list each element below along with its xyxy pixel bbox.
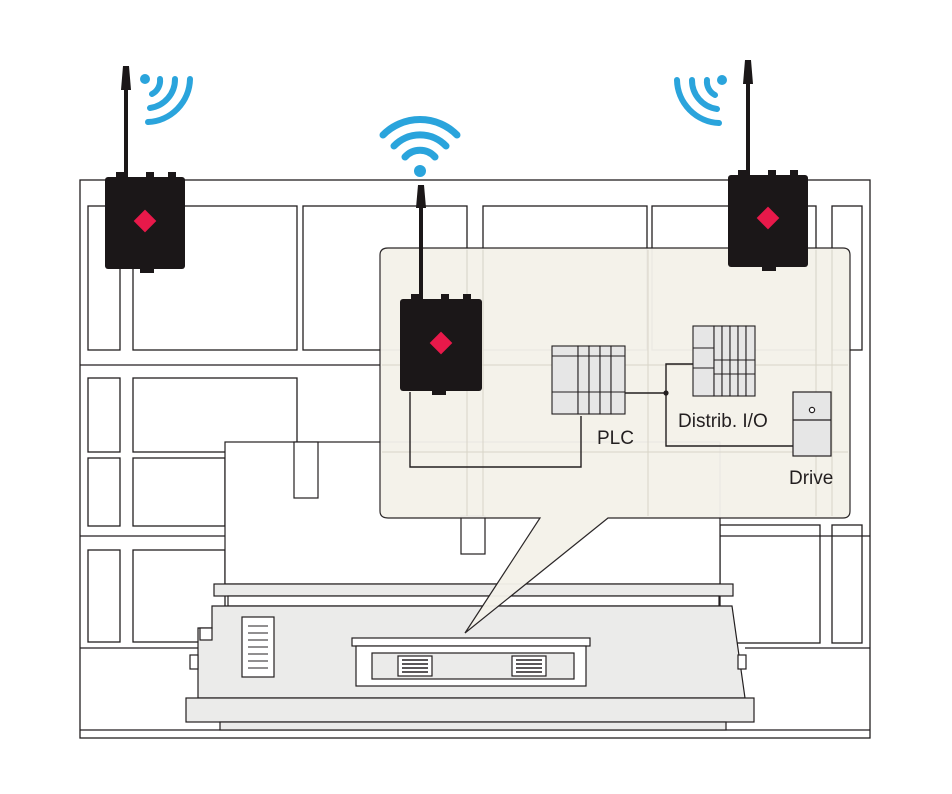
antenna-icon — [121, 66, 131, 90]
wireless-device-left — [105, 66, 185, 273]
wireless-device-center — [400, 185, 482, 395]
drive-icon — [792, 391, 832, 457]
hmi-panel — [185, 605, 755, 731]
vent-lines — [248, 625, 268, 669]
wifi-signal-icon-center — [379, 116, 461, 177]
wifi-signal-icon-left — [140, 74, 193, 125]
cable-junction — [663, 390, 669, 396]
plc-rack-icon — [551, 345, 626, 415]
antenna-icon — [416, 185, 426, 208]
drive-label: Drive — [789, 468, 833, 489]
antenna-icon — [743, 60, 753, 84]
network-cables — [409, 363, 793, 468]
distributed-io-icon — [692, 325, 756, 397]
wireless-device-right — [728, 60, 808, 271]
screen-grilles — [402, 659, 542, 673]
wifi-signal-icon-right — [674, 75, 727, 126]
plc-label: PLC — [597, 428, 634, 449]
distrib-io-label: Distrib. I/O — [678, 411, 768, 432]
